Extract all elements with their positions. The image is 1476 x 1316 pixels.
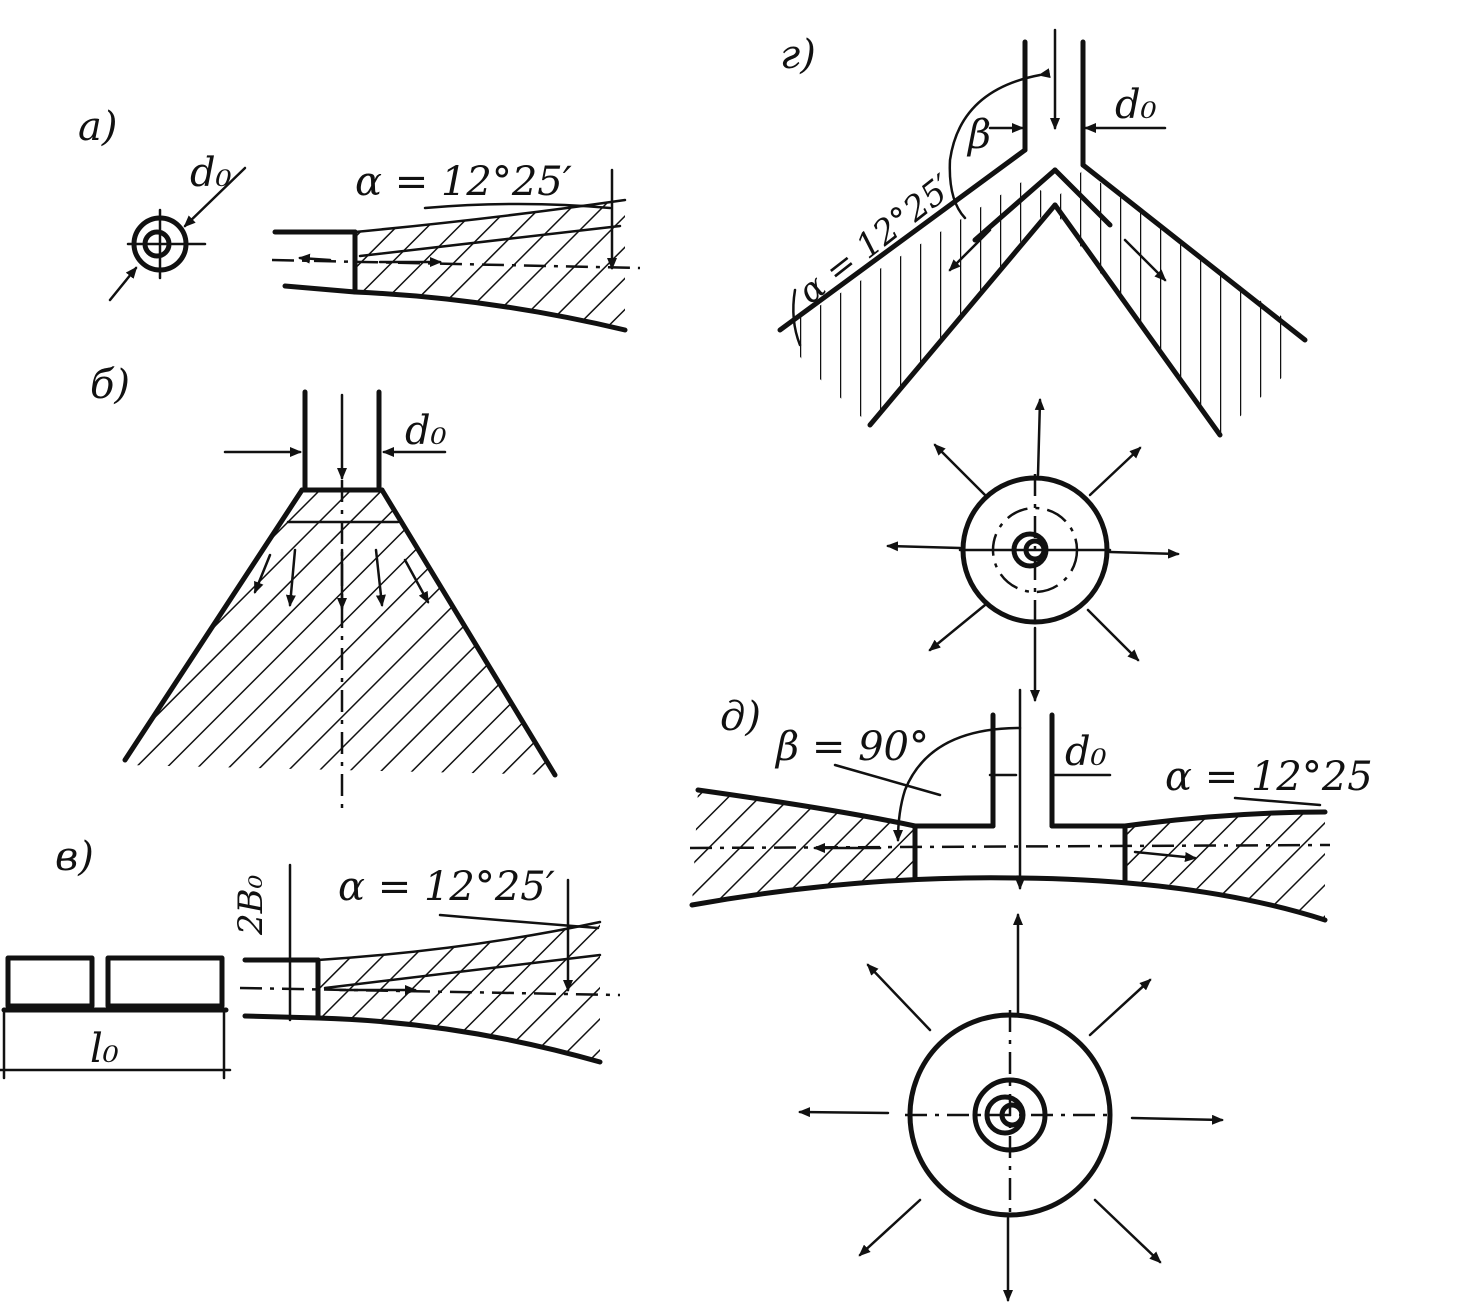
panel-b-jet [122, 389, 558, 810]
panel-a-tag: а) [78, 104, 117, 150]
panel-v: в) l₀ 2B₀ α = 12°25′ [0, 834, 621, 1080]
panel-v-l-label: l₀ [90, 1026, 119, 1072]
panel-b: б) d₀ [90, 362, 558, 810]
panel-g-radial-view-icon [886, 398, 1180, 702]
panel-d-beta-label: β = 90° [774, 724, 929, 770]
panel-g-tag: г) [780, 32, 816, 78]
panel-a-d-label: d₀ [190, 150, 232, 196]
panel-a-angle-label: α = 12°25′ [355, 159, 572, 205]
panel-a-jet [271, 168, 641, 333]
panel-g: г) β d₀ α = 12°25′ [777, 28, 1308, 702]
panel-v-jet [239, 863, 621, 1065]
panel-v-tag: в) [55, 834, 94, 880]
panel-a-nozzle-icon [108, 166, 247, 302]
panel-b-tag: б) [90, 362, 130, 408]
panel-v-slot-icon [0, 955, 232, 1080]
panel-d-tag: д) [720, 694, 761, 740]
panel-d-fan-jet [689, 688, 1331, 923]
panel-g-beta-label: β [966, 112, 991, 158]
panel-d-radial-view-icon [798, 913, 1224, 1302]
panel-g-d-label: d₀ [1115, 82, 1157, 128]
panel-d: д) β = 90° d₀ α = 12°25 [689, 688, 1373, 1302]
panel-d-d-label: d₀ [1065, 729, 1107, 775]
panel-b-d-label: d₀ [405, 408, 447, 454]
panel-v-angle-label: α = 12°25′ [338, 864, 555, 910]
panel-g-conical-jet [777, 28, 1308, 438]
panel-v-b-label: 2B₀ [231, 874, 271, 936]
panel-a: а) d₀ α = 12°25′ [78, 104, 641, 333]
panel-d-angle-label: α = 12°25 [1165, 754, 1373, 800]
